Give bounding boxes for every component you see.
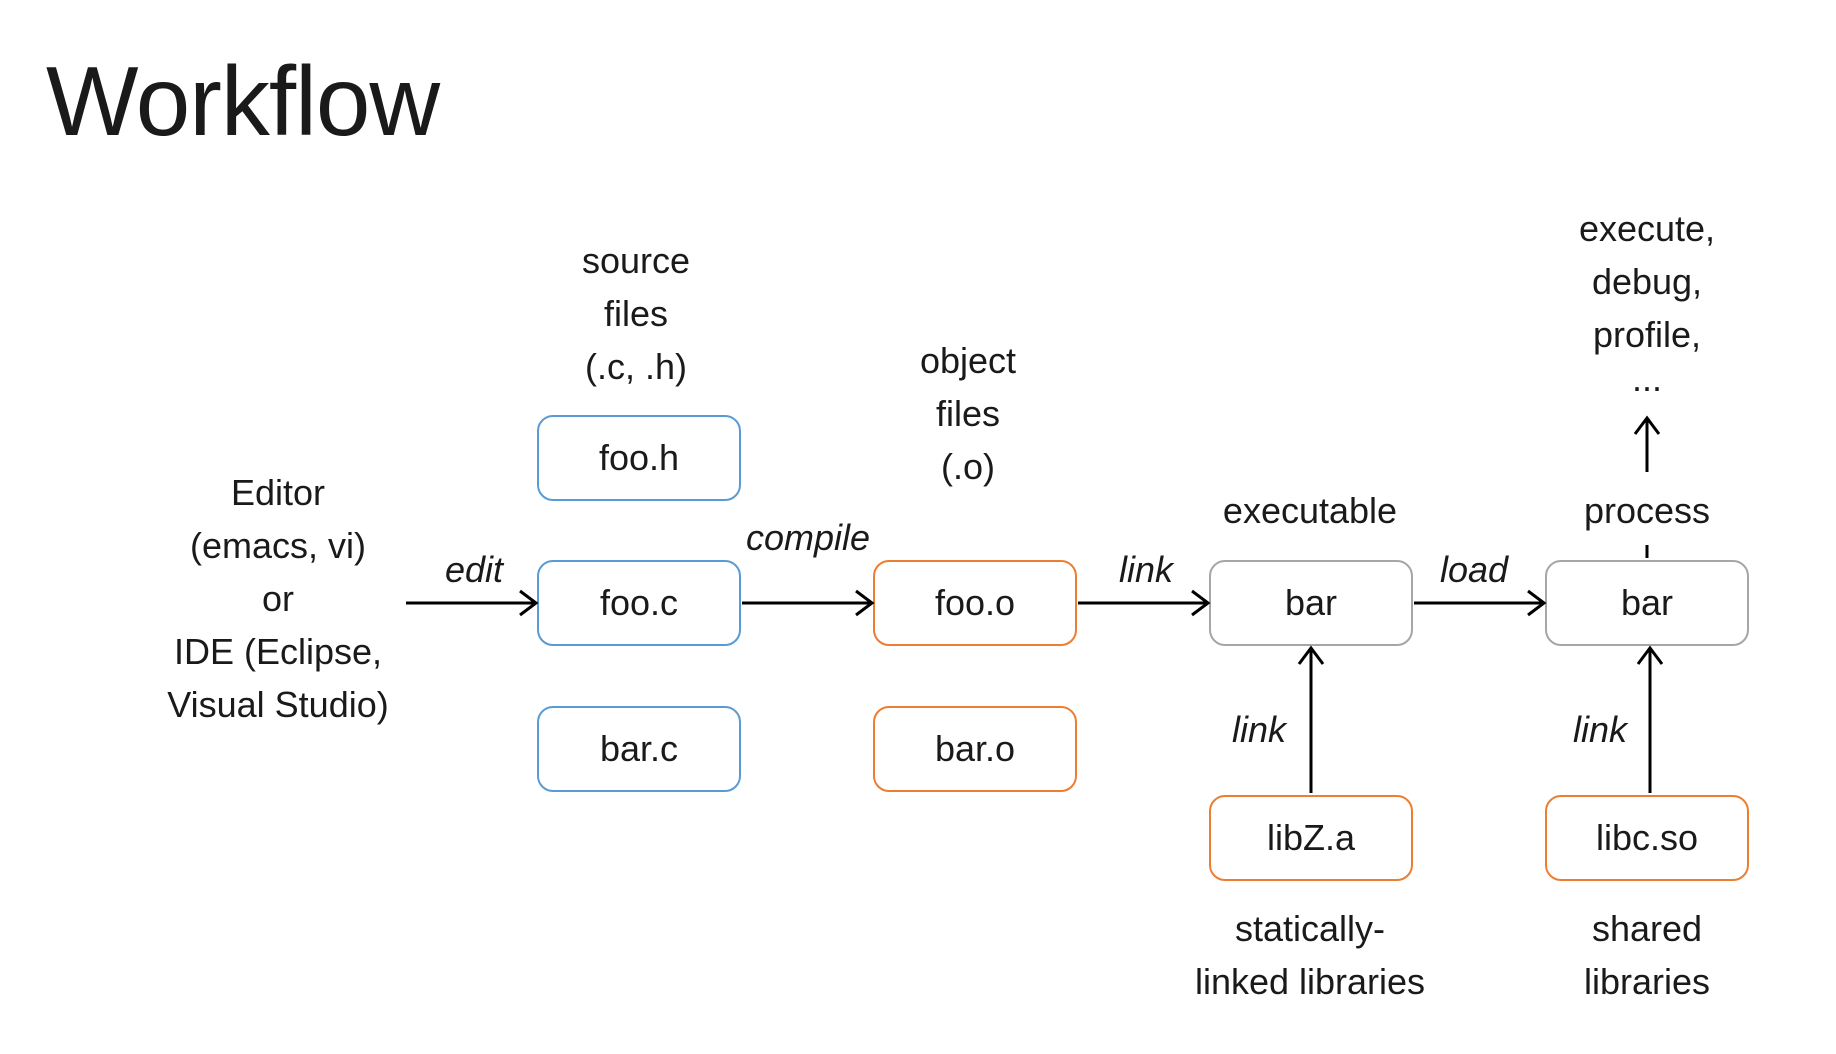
- edge-label-load: load: [1439, 549, 1509, 590]
- shared-libs-label: shared libraries: [1583, 908, 1711, 1002]
- execute-label: execute, debug, profile, ...: [1578, 208, 1716, 399]
- box-bar-process: bar: [1545, 560, 1749, 646]
- box-foo-c: foo.c: [537, 560, 741, 646]
- edge-label-compile: compile: [745, 517, 871, 558]
- edge-label-link-static: link: [1231, 709, 1287, 750]
- static-libs-label: statically- linked libraries: [1194, 908, 1426, 1002]
- edge-label-edit: edit: [444, 549, 504, 590]
- editor-label: Editor (emacs, vi) or IDE (Eclipse, Visu…: [167, 472, 389, 725]
- box-bar-executable: bar: [1209, 560, 1413, 646]
- executable-label: executable: [1222, 490, 1398, 531]
- box-libz: libZ.a: [1209, 795, 1413, 881]
- box-bar-o: bar.o: [873, 706, 1077, 792]
- edge-label-link: link: [1118, 549, 1174, 590]
- object-files-label: object files (.o): [919, 340, 1017, 487]
- source-files-label: source files (.c, .h): [581, 240, 691, 387]
- edge-label-link-shared: link: [1572, 709, 1628, 750]
- box-foo-h: foo.h: [537, 415, 741, 501]
- page-title: Workflow: [46, 46, 440, 156]
- box-foo-o: foo.o: [873, 560, 1077, 646]
- box-libc: libc.so: [1545, 795, 1749, 881]
- process-label: process: [1583, 490, 1711, 531]
- box-bar-c: bar.c: [537, 706, 741, 792]
